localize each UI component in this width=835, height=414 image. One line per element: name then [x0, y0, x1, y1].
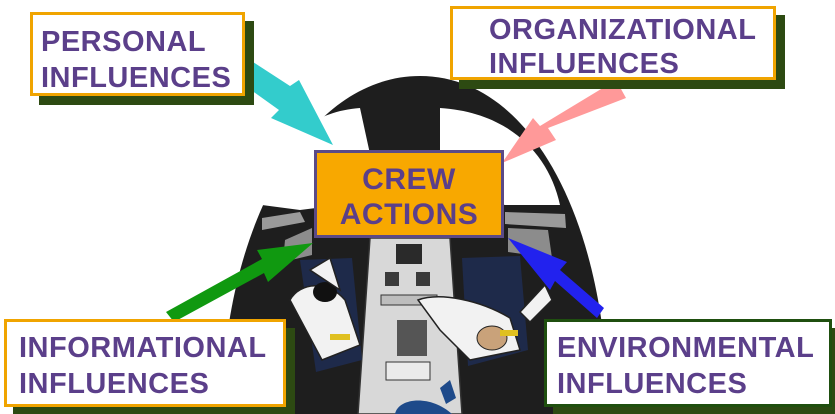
informational-influences-box: INFORMATIONAL INFLUENCES	[4, 319, 286, 407]
arrow-informational	[166, 243, 313, 322]
environmental-influences-box: ENVIRONMENTAL INFLUENCES	[544, 319, 832, 407]
personal-line2: INFLUENCES	[41, 62, 232, 94]
copilot-figure	[416, 283, 553, 361]
crew-actions-box: CREW ACTIONS	[314, 150, 504, 238]
informational-line1: INFORMATIONAL	[19, 332, 267, 364]
environmental-line2: INFLUENCES	[557, 368, 748, 400]
organizational-influences-box: ORGANIZATIONAL INFLUENCES	[450, 6, 776, 80]
crew-actions-line2: ACTIONS	[339, 198, 479, 231]
crew-actions-line1: CREW	[362, 163, 456, 196]
personal-line1: PERSONAL	[41, 26, 207, 58]
organizational-line2: INFLUENCES	[489, 48, 680, 80]
personal-influences-box: PERSONAL INFLUENCES	[30, 12, 245, 96]
organizational-line1: ORGANIZATIONAL	[489, 14, 757, 46]
arrow-personal	[244, 62, 333, 145]
informational-line2: INFLUENCES	[19, 368, 210, 400]
arrow-organizational	[502, 80, 626, 163]
environmental-line1: ENVIRONMENTAL	[557, 332, 815, 364]
crew-member-figure	[395, 380, 456, 414]
arrow-environmental	[508, 238, 604, 318]
pilot-figure	[289, 256, 361, 361]
